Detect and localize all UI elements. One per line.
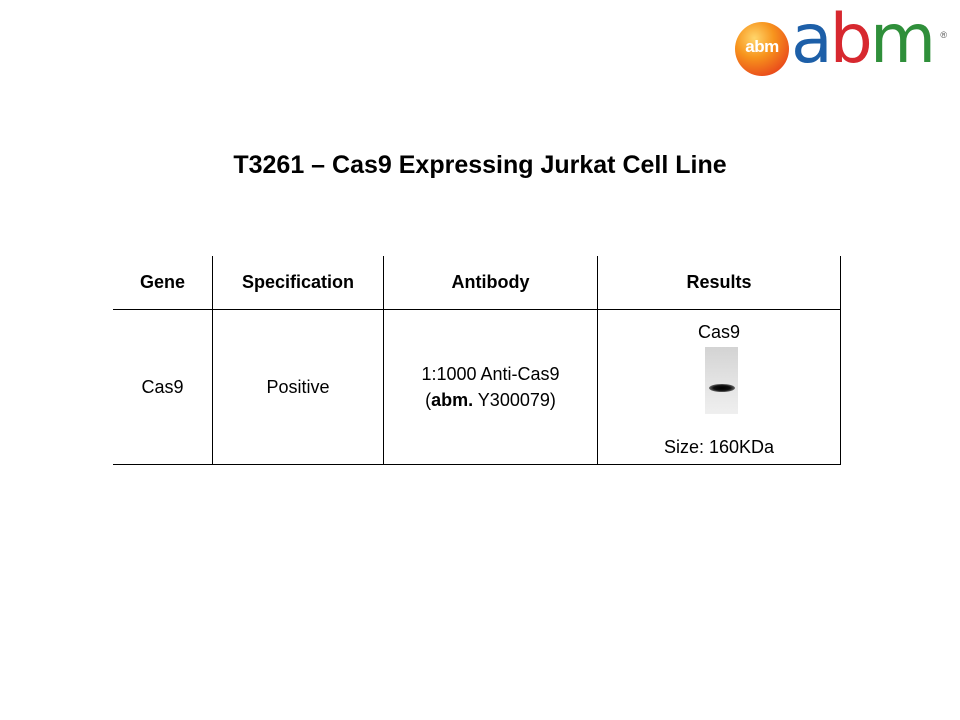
cell-results: Cas9 Size: 160KDa [597, 309, 841, 465]
header-gene: Gene [113, 256, 213, 310]
antibody-catalog: Y300079) [473, 390, 556, 410]
specification-table: Gene Specification Antibody Results Cas9… [113, 256, 841, 465]
blot-band [709, 384, 735, 392]
table-header-row: Gene Specification Antibody Results [113, 256, 841, 310]
table-row: Cas9 Positive 1:1000 Anti-Cas9 (abm. Y30… [113, 309, 841, 465]
cell-antibody: 1:1000 Anti-Cas9 (abm. Y300079) [383, 309, 598, 465]
western-blot-image [705, 347, 738, 414]
antibody-brand: abm. [431, 390, 474, 410]
blot-size-label: Size: 160KDa [663, 437, 775, 457]
logo-letter-b: b [829, 0, 873, 79]
header-antibody: Antibody [383, 256, 598, 310]
abm-logo: abm abm ® [735, 0, 947, 79]
logo-letter-m: m [869, 0, 936, 79]
logo-wordmark: abm [791, 0, 936, 80]
logo-ball-text: abm [745, 37, 779, 56]
blot-label: Cas9 [697, 322, 741, 342]
header-specification: Specification [212, 256, 384, 310]
registered-mark: ® [940, 30, 947, 40]
cell-gene: Cas9 [113, 309, 213, 465]
page-title: T3261 – Cas9 Expressing Jurkat Cell Line [233, 151, 727, 179]
antibody-dilution: 1:1000 Anti-Cas9 [421, 364, 560, 384]
logo-letter-a: a [791, 0, 833, 79]
antibody-paren: ( [425, 390, 432, 410]
logo-ball-icon: abm [735, 22, 789, 76]
header-results: Results [597, 256, 841, 310]
cell-specification: Positive [212, 309, 384, 465]
antibody-source: (abm. Y300079) [385, 387, 596, 413]
